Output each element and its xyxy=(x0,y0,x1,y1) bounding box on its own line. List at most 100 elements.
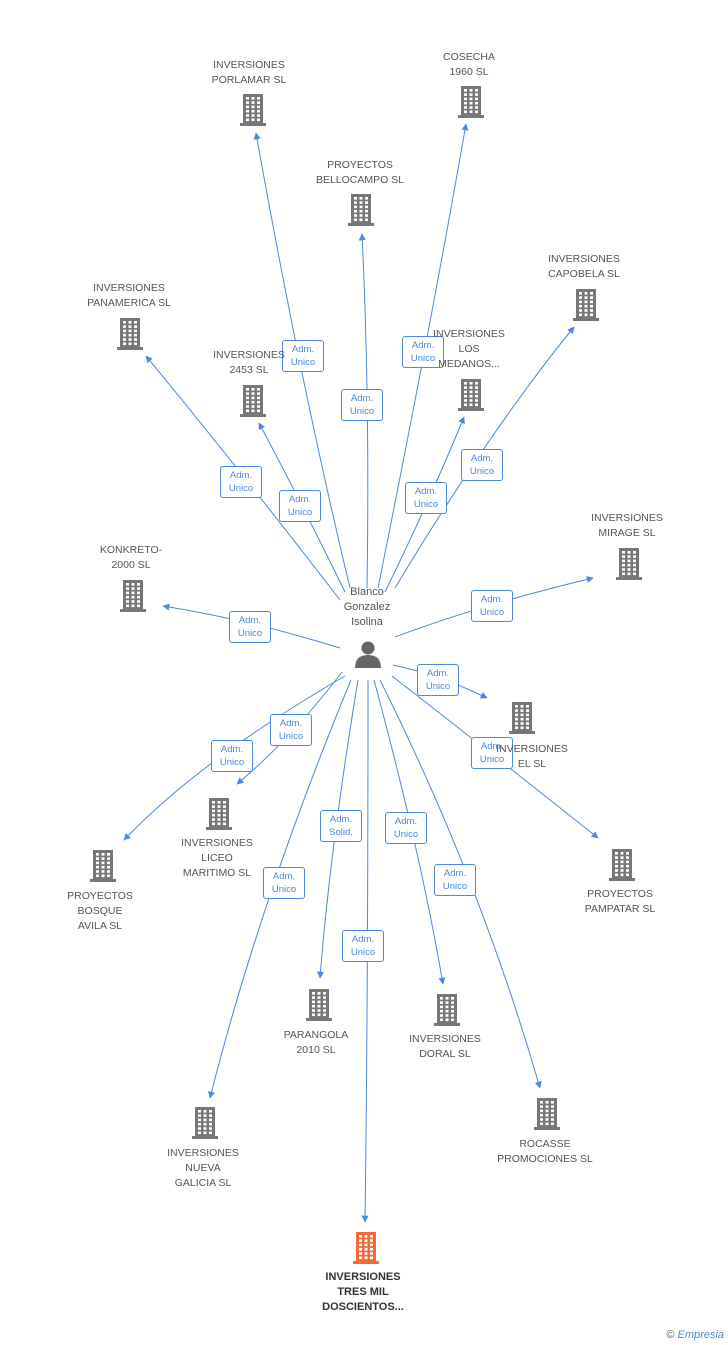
building-icon-porlamar[interactable] xyxy=(240,94,266,126)
company-label-inv2453[interactable]: INVERSIONES 2453 SL xyxy=(184,348,314,378)
role-badge-bellocampo[interactable]: Adm.Unico xyxy=(341,389,383,421)
role-badge-line: Unico xyxy=(237,628,263,639)
role-badge-line: Unico xyxy=(469,466,495,477)
role-badge-panamerica[interactable]: Adm.Unico xyxy=(220,466,262,498)
role-badge-mirage[interactable]: Adm.Unico xyxy=(471,590,513,622)
company-label-line: PORLAMAR SL xyxy=(211,74,287,86)
building-icon-konkreto[interactable] xyxy=(120,580,146,612)
role-badge-line: Unico xyxy=(228,483,254,494)
company-label-konkreto[interactable]: KONKRETO- 2000 SL xyxy=(66,543,196,573)
company-label-line: 2010 SL xyxy=(296,1044,336,1056)
building-icon-panamerica[interactable] xyxy=(117,318,143,350)
building-icon-bosque[interactable] xyxy=(90,850,116,882)
building-icon-liceo[interactable] xyxy=(206,798,232,830)
role-badge-line: Unico xyxy=(479,754,505,765)
building-icon-parangola[interactable] xyxy=(306,989,332,1021)
role-badge-line: Unico xyxy=(278,731,304,742)
role-badge-line: Adm. xyxy=(351,934,375,945)
building-icon-capobela[interactable] xyxy=(573,289,599,321)
role-badge-line: Adm. xyxy=(480,594,504,605)
company-label-line: INVERSIONES xyxy=(181,837,253,849)
company-label-line: DOSCIENTOS... xyxy=(322,1301,404,1313)
company-label-line: DORAL SL xyxy=(419,1048,471,1060)
role-badge-line: Adm. xyxy=(291,344,315,355)
building-icon-pampatar[interactable] xyxy=(609,849,635,881)
company-label-line: INVERSIONES xyxy=(433,328,505,340)
role-badge-porlamar[interactable]: Adm.Unico xyxy=(282,340,324,372)
role-badge-line: Adm. xyxy=(238,615,262,626)
role-badge-cosecha[interactable]: Adm. Unico xyxy=(402,336,444,368)
role-badge-line: Unico xyxy=(219,757,245,768)
role-badge-losmedanos[interactable]: Adm.Unico xyxy=(405,482,447,514)
company-label-line: 2453 SL xyxy=(229,364,269,376)
company-label-line: INVERSIONES xyxy=(591,512,663,524)
building-icon-losmedanos[interactable] xyxy=(458,379,484,411)
company-label-line: PROYECTOS xyxy=(327,159,393,171)
company-label-line: MEDANOS... xyxy=(438,358,500,370)
building-icon-inv2453[interactable] xyxy=(240,385,266,417)
company-label-line: PARANGOLA xyxy=(283,1029,349,1041)
role-badge-pampatar[interactable]: Adm.Unico xyxy=(471,737,513,769)
role-badge-line: Unico xyxy=(287,507,313,518)
company-label-line: MARITIMO SL xyxy=(182,867,252,879)
company-label-parangola[interactable]: PARANGOLA 2010 SL xyxy=(251,1028,381,1058)
copyright-icon: © xyxy=(666,1329,675,1341)
footer-brand[interactable]: © Empresia xyxy=(666,1329,724,1341)
role-badge-konkreto[interactable]: Adm. Unico xyxy=(229,611,271,643)
building-icon-invel[interactable] xyxy=(509,702,535,734)
role-badge-line: Unico xyxy=(271,884,297,895)
building-icon-bellocampo[interactable] xyxy=(348,194,374,226)
person-icon[interactable] xyxy=(355,641,381,669)
building-icon-mirage[interactable] xyxy=(616,548,642,580)
company-label-line: PROYECTOS xyxy=(67,890,133,902)
brand-name: Empresia xyxy=(677,1329,724,1341)
role-badge-line: Unico xyxy=(410,353,436,364)
role-badge-line: Unico xyxy=(425,681,451,692)
center-name-line-2: Gonzalez xyxy=(343,601,391,613)
building-icon-nueva[interactable] xyxy=(192,1107,218,1139)
building-icon-cosecha[interactable] xyxy=(458,86,484,118)
role-badge-invel[interactable]: Adm.Unico xyxy=(417,664,459,696)
company-label-line: CAPOBELA SL xyxy=(548,268,620,280)
role-badge-line: Unico xyxy=(349,406,375,417)
role-badge-tresmil[interactable]: Adm.Unico xyxy=(342,930,384,962)
company-label-line: INVERSIONES xyxy=(213,349,285,361)
building-icon-rocasse[interactable] xyxy=(534,1098,560,1130)
company-label-line: INVERSIONES xyxy=(496,743,568,755)
building-icon-tresmil[interactable] xyxy=(353,1232,379,1264)
role-badge-line: Adm. xyxy=(220,744,244,755)
company-label-line: KONKRETO- xyxy=(99,544,163,556)
role-badge-rocasse[interactable]: Adm.Unico xyxy=(434,864,476,896)
center-name-line-1: Blanco xyxy=(350,586,384,598)
role-badge-doral[interactable]: Adm.Unico xyxy=(385,812,427,844)
company-label-line: TRES MIL xyxy=(337,1286,389,1298)
building-icon-doral[interactable] xyxy=(434,994,460,1026)
role-badge-line: Adm. xyxy=(411,340,435,351)
role-badge-nueva[interactable]: Adm.Unico xyxy=(263,867,305,899)
role-badge-line: Adm. xyxy=(279,718,303,729)
edge-line-tresmil xyxy=(361,679,369,1223)
role-badge-capobela[interactable]: Adm.Unico xyxy=(461,449,503,481)
company-label-line: 2000 SL xyxy=(111,559,151,571)
company-label-line: GALICIA SL xyxy=(174,1177,232,1189)
role-badge-bosque[interactable]: Adm. Unico xyxy=(211,740,253,772)
role-badge-line: Adm. xyxy=(414,486,438,497)
role-badge-parangola[interactable]: Adm.Solid. xyxy=(320,810,362,842)
role-badge-liceo[interactable]: Adm. Unico xyxy=(270,714,312,746)
role-badge-inv2453[interactable]: Adm.Unico xyxy=(279,490,321,522)
